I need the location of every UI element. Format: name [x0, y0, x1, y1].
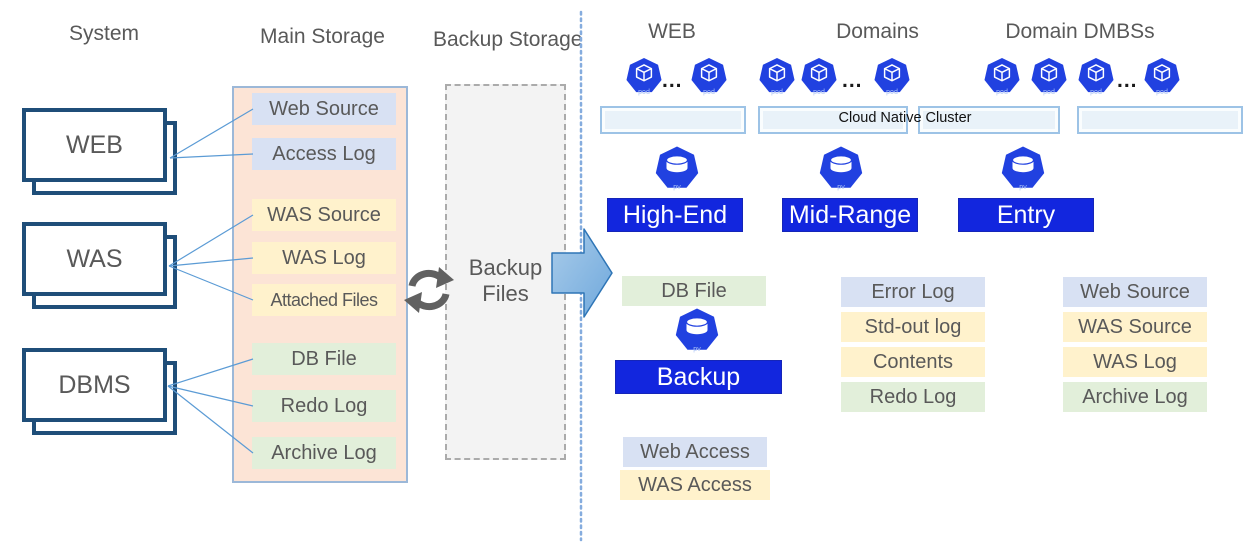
cluster-item: Error Log: [841, 277, 985, 307]
system-box-dbms-label: DBMS: [22, 348, 167, 422]
cluster-group-header-domain-dmbs: Domain DMBSs: [1005, 20, 1155, 43]
pods-ellipsis: ...: [1117, 69, 1138, 92]
cluster-bar: [918, 106, 1060, 134]
pod-icon: pod: [983, 58, 1021, 104]
storage-item: WAS Source: [252, 199, 396, 231]
pod-icon: pod: [873, 58, 911, 104]
storage-item: Attached Files: [252, 284, 396, 316]
system-box-web-label: WEB: [22, 108, 167, 182]
cluster-bar: [600, 106, 746, 134]
cluster-item: Web Access: [623, 437, 767, 467]
tier-box-entry: Entry: [958, 198, 1094, 232]
pod-icon: pod: [758, 58, 796, 104]
cluster-item: WAS Log: [1063, 347, 1207, 377]
pod-icon: pod: [1030, 58, 1068, 104]
backup-files-label: Backup Files: [468, 255, 543, 306]
pv-icon: pv: [674, 308, 720, 362]
storage-item: Access Log: [252, 138, 396, 170]
storage-item: DB File: [252, 343, 396, 375]
cluster-item: WAS Access: [620, 470, 770, 500]
storage-item: Redo Log: [252, 390, 396, 422]
tier-box-high-end: High-End: [607, 198, 743, 232]
cluster-group-header-web: WEB: [648, 20, 696, 43]
pod-icon-label: pod: [886, 89, 898, 96]
cluster-bar: [1077, 106, 1243, 134]
system-box-dbms: DBMS: [22, 348, 177, 435]
storage-item: Web Source: [252, 93, 396, 125]
pod-icon: pod: [1077, 58, 1115, 104]
backup-storage-header: Backup Storage: [433, 28, 583, 51]
pv-icon: pv: [654, 146, 700, 200]
cluster-bar: [758, 106, 908, 134]
cluster-item: Contents: [841, 347, 985, 377]
cluster-item: Std-out log: [841, 312, 985, 342]
cluster-item: Web Source: [1063, 277, 1207, 307]
storage-item: Archive Log: [252, 437, 396, 469]
pod-icon: pod: [1143, 58, 1181, 104]
pod-icon: pod: [690, 58, 728, 104]
pod-icon-label: pod: [813, 89, 825, 96]
pv-icon-label: pv: [673, 184, 681, 191]
cluster-label: Cloud Native Cluster: [838, 110, 972, 126]
pod-icon: pod: [800, 58, 838, 104]
storage-item: WAS Log: [252, 242, 396, 274]
pv-icon: pv: [1000, 146, 1046, 200]
cluster-item: WAS Source: [1063, 312, 1207, 342]
cluster-item: DB File: [622, 276, 766, 306]
pod-icon-label: pod: [1156, 89, 1168, 96]
system-box-was: WAS: [22, 222, 177, 309]
system-box-was-label: WAS: [22, 222, 167, 296]
pod-icon-label: pod: [1043, 89, 1055, 96]
cluster-group-header-domains: Domains: [836, 20, 919, 43]
sync-icon: [404, 267, 454, 313]
pod-icon-label: pod: [703, 89, 715, 96]
pod-icon-label: pod: [638, 89, 650, 96]
pod-icon-label: pod: [996, 89, 1008, 96]
pv-icon-label: pv: [837, 184, 845, 191]
main-storage-header: Main Storage: [260, 25, 385, 48]
pv-icon-label: pv: [1019, 184, 1027, 191]
pod-icon-label: pod: [771, 89, 783, 96]
migration-arrow-icon: [551, 228, 613, 318]
pods-ellipsis: ...: [662, 69, 683, 92]
pod-icon-label: pod: [1090, 89, 1102, 96]
pod-icon: pod: [625, 58, 663, 104]
system-box-web: WEB: [22, 108, 177, 195]
tier-box-mid-range: Mid-Range: [782, 198, 918, 232]
tier-box-backup: Backup: [615, 360, 782, 394]
pods-ellipsis: ...: [842, 69, 863, 92]
pv-icon-label: pv: [693, 346, 701, 353]
cluster-item: Redo Log: [841, 382, 985, 412]
backup-storage-box: [445, 84, 566, 460]
pv-icon: pv: [818, 146, 864, 200]
cluster-item: Archive Log: [1063, 382, 1207, 412]
system-header: System: [68, 22, 139, 45]
